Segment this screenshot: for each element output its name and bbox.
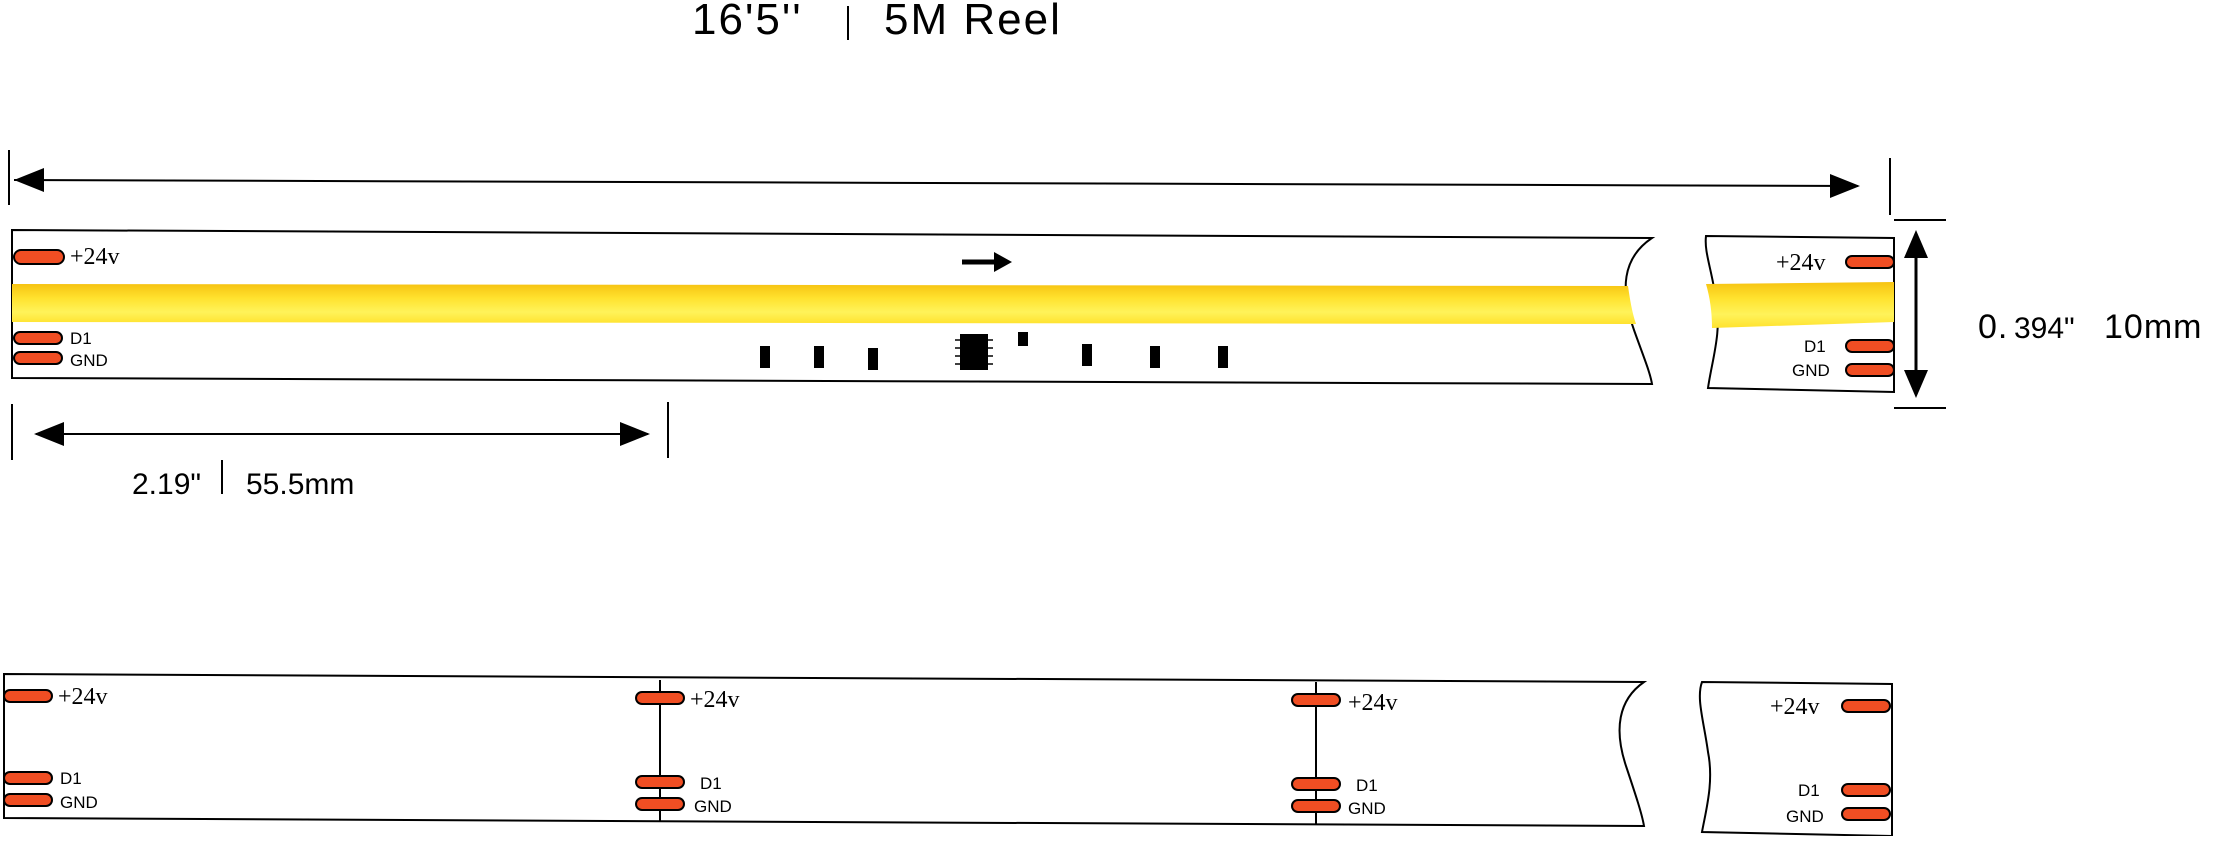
pad-24v xyxy=(3,689,53,703)
pad-24v-label: +24v xyxy=(1348,690,1398,716)
resistor-component xyxy=(1082,344,1092,366)
cob-light-band xyxy=(12,284,1636,324)
pad-gnd-label: GND xyxy=(60,793,98,812)
pcb-strip-body xyxy=(3,672,1648,828)
pad-24v xyxy=(1845,255,1895,269)
ic-chip-icon xyxy=(955,334,993,370)
cob-strip-end: +24v D1 GND xyxy=(1704,234,1895,394)
width-arrowhead-top xyxy=(1904,230,1928,258)
width-arrowhead-bottom xyxy=(1904,370,1928,398)
overall-length-arrowhead-right xyxy=(1830,174,1860,198)
overall-length-arrowhead-left xyxy=(14,168,44,192)
cut-length-imperial: 2.19" xyxy=(132,468,201,501)
pad-24v-label: +24v xyxy=(1770,694,1820,720)
reel-length-title: 16'5'' 5M Reel xyxy=(692,0,1062,44)
pad-24v xyxy=(1841,699,1891,713)
resistor-component xyxy=(814,346,824,368)
resistor-component xyxy=(868,348,878,370)
pad-24v-label: +24v xyxy=(1776,250,1826,276)
resistor-component xyxy=(760,346,770,368)
cut-length-metric: 55.5mm xyxy=(246,468,354,501)
pad-d1-label: D1 xyxy=(70,329,92,348)
pad-24v xyxy=(1291,693,1341,707)
reel-length-imperial: 16'5'' xyxy=(692,0,803,44)
pad-d1-label: D1 xyxy=(1804,337,1826,356)
cut-length-arrowhead-left xyxy=(34,422,64,446)
pad-gnd-label: GND xyxy=(1786,807,1824,826)
pad-gnd-label: GND xyxy=(694,797,732,816)
pad-d1-label: D1 xyxy=(700,774,722,793)
cut-length-dimension: 2.19" 55.5mm xyxy=(11,402,669,501)
width-dimension: 0. 394" 10mm xyxy=(1894,219,2202,409)
pad-d1 xyxy=(1291,777,1341,791)
pad-gnd xyxy=(1845,363,1895,377)
pcb-strip-end: +24v D1 GND xyxy=(1698,680,1893,838)
pcb-strip-main: +24v D1 GND +24v D1 GND +24v D1 GND xyxy=(3,672,1648,828)
pad-24v xyxy=(13,249,65,265)
cut-length-arrowhead-right xyxy=(620,422,650,446)
overall-length-arrow xyxy=(13,179,1859,187)
pad-d1-label: D1 xyxy=(1798,781,1820,800)
pad-d1 xyxy=(13,331,63,345)
pad-d1 xyxy=(635,775,685,789)
smd-components xyxy=(760,332,1228,370)
pad-gnd-label: GND xyxy=(1348,799,1386,818)
width-imperial-fraction: 394" xyxy=(2014,312,2075,345)
pcb-strip-end-body xyxy=(1698,680,1893,838)
pad-d1 xyxy=(1841,783,1891,797)
data-direction-arrow-icon xyxy=(962,252,1012,272)
width-imperial-whole: 0. xyxy=(1978,308,2008,346)
pad-gnd xyxy=(1291,799,1341,813)
pad-24v-label: +24v xyxy=(58,684,108,710)
reel-length-metric: 5M Reel xyxy=(884,0,1062,44)
pad-gnd xyxy=(13,351,63,365)
pad-24v-label: +24v xyxy=(690,687,740,713)
capacitor-component xyxy=(1018,332,1028,346)
cob-strip-main: +24v D1 GND xyxy=(11,228,1656,386)
pad-gnd xyxy=(3,793,53,807)
pad-gnd-label: GND xyxy=(70,351,108,370)
overall-length-dimension xyxy=(8,150,1891,215)
pad-gnd-label: GND xyxy=(1792,361,1830,380)
resistor-component xyxy=(1218,346,1228,368)
pad-24v-label: +24v xyxy=(70,244,120,270)
pad-gnd xyxy=(1841,807,1891,821)
cob-end-light-band xyxy=(1706,282,1894,328)
width-metric: 10mm xyxy=(2104,308,2202,346)
resistor-component xyxy=(1150,346,1160,368)
pad-24v xyxy=(635,691,685,705)
pad-d1 xyxy=(1845,339,1895,353)
pad-d1 xyxy=(3,771,53,785)
pad-d1-label: D1 xyxy=(60,769,82,788)
pad-gnd xyxy=(635,797,685,811)
pad-d1-label: D1 xyxy=(1356,776,1378,795)
